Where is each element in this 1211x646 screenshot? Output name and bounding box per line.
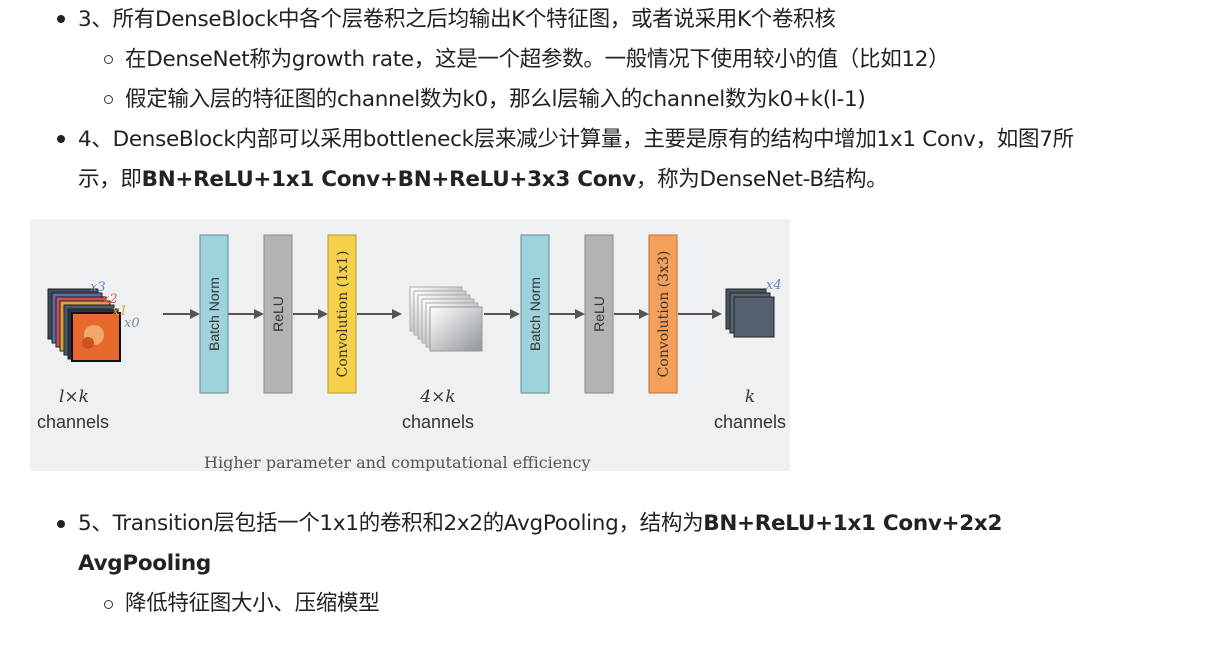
list-item-4-line1: 4、DenseBlock内部可以采用bottleneck层来减少计算量，主要是原… (78, 127, 1074, 152)
output-feature-maps (725, 288, 775, 338)
block-batch-norm-1: Batch Norm (199, 234, 229, 394)
right-channels-bottom: channels (714, 412, 786, 432)
block-batch-norm-2: Batch Norm (520, 234, 550, 394)
item5-text-pre: 5、Transition层包括一个1x1的卷积和2x2的AvgPooling，结… (78, 511, 704, 536)
sub-list-bullet (104, 600, 113, 609)
figure-diagram: x3 x2 x1 x0 l×k channels Batch Norm ReLU (37, 234, 786, 471)
right-channels-top: k (745, 387, 755, 407)
mid-channels-top: 4×k (419, 387, 455, 407)
input-feature-maps (47, 288, 121, 362)
input-label-x0: x0 (124, 316, 140, 331)
svg-text:Convolution (3x3): Convolution (3x3) (656, 251, 672, 378)
output-label-x4: x4 (766, 278, 782, 293)
sub-list-item-compress: 降低特征图大小、压缩模型 (125, 591, 380, 616)
list-item-4-line2: 示，即BN+ReLU+1x1 Conv+BN+ReLU+3x3 Conv，称为D… (78, 160, 888, 200)
block-conv-3x3: Convolution (3x3) (648, 234, 678, 394)
input-label-x2: x2 (102, 292, 118, 307)
block-relu-2: ReLU (584, 234, 614, 394)
block-relu-1: ReLU (263, 234, 293, 394)
sub-list-item-growth-rate: 在DenseNet称为growth rate，这是一个超参数。一般情况下使用较小… (125, 47, 950, 72)
figure-caption: Higher parameter and computational effic… (204, 453, 591, 471)
list-item-5-line1: 5、Transition层包括一个1x1的卷积和2x2的AvgPooling，结… (78, 504, 1002, 544)
densenet-b-figure: x3 x2 x1 x0 l×k channels Batch Norm ReLU (30, 219, 790, 471)
item4-text-post: ，称为DenseNet-B结构。 (635, 167, 888, 192)
svg-text:Batch Norm: Batch Norm (527, 277, 543, 351)
sub-list-bullet (104, 95, 113, 104)
mid-channels-bottom: channels (402, 412, 474, 432)
left-channels-top: l×k (59, 387, 89, 407)
list-bullet (57, 520, 65, 528)
svg-text:Convolution (1x1): Convolution (1x1) (335, 251, 351, 378)
item4-text-pre: 示，即 (78, 167, 142, 192)
sub-list-item-channels: 假定输入层的特征图的channel数为k0，那么l层输入的channel数为k0… (125, 87, 866, 112)
left-channels-bottom: channels (37, 412, 109, 432)
item4-bold-formula: BN+ReLU+1x1 Conv+BN+ReLU+3x3 Conv (141, 167, 637, 192)
list-bullet (57, 135, 65, 143)
svg-text:ReLU: ReLU (591, 296, 607, 332)
item5-bold-formula: BN+ReLU+1x1 Conv+2x2 (703, 511, 1003, 536)
svg-text:ReLU: ReLU (270, 296, 286, 332)
input-label-x3: x3 (90, 280, 106, 295)
list-bullet (57, 15, 65, 23)
svg-text:Batch Norm: Batch Norm (206, 277, 222, 351)
middle-feature-maps (409, 286, 483, 352)
list-item-3: 3、所有DenseBlock中各个层卷积之后均输出K个特征图，或者说采用K个卷积… (78, 7, 836, 32)
block-conv-1x1: Convolution (1x1) (327, 234, 357, 394)
item5-bold-avgpooling: AvgPooling (78, 551, 212, 576)
sub-list-bullet (104, 55, 113, 64)
list-item-5-line2: AvgPooling (78, 544, 211, 584)
input-label-x1: x1 (112, 304, 128, 319)
